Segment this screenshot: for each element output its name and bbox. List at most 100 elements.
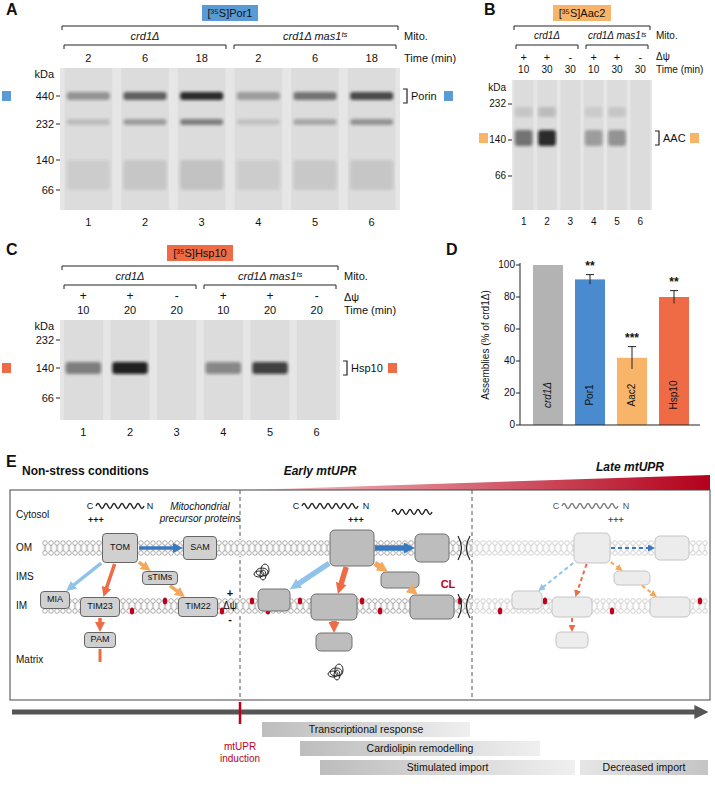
lane-number: 1 <box>521 216 527 228</box>
time-value: 30 <box>565 64 576 76</box>
gel-band <box>538 130 556 146</box>
cardiolipin <box>130 608 134 615</box>
error-cap <box>670 290 678 291</box>
time-value: 30 <box>635 64 646 76</box>
gel-band <box>252 362 287 374</box>
potential-label: Δψ <box>223 600 237 612</box>
row-label: Δψ <box>656 51 670 63</box>
aggregate <box>328 671 338 677</box>
gel-band <box>293 92 336 100</box>
terminus-label: N <box>623 501 630 511</box>
import-arrow <box>340 567 346 588</box>
node-label: Decreased import <box>603 762 686 774</box>
complex-box: TOM <box>102 533 138 563</box>
section-title: Early mtUPR <box>284 465 357 479</box>
row-label: Mito. <box>404 30 428 43</box>
import-arrow <box>105 564 114 591</box>
axis-tick-label: 20 <box>504 387 515 399</box>
axis-tick <box>516 297 520 298</box>
band-marker <box>388 363 397 373</box>
membrane-curvature <box>458 536 470 618</box>
gel-band <box>123 160 166 190</box>
bar <box>575 279 605 425</box>
gel-band <box>67 92 110 100</box>
size-marker: 232 <box>36 334 54 347</box>
marker-tick <box>56 190 60 191</box>
row-label: Mito. <box>656 30 678 42</box>
node-label: sTIMs <box>148 573 173 583</box>
gel-band <box>350 119 393 125</box>
marker-tick <box>56 160 60 161</box>
section-divider <box>472 490 473 700</box>
axis-tick-label: 60 <box>504 323 515 335</box>
bracket <box>586 45 648 49</box>
node-label: TIM23 <box>87 602 113 612</box>
potential-sign: + <box>544 51 550 64</box>
size-marker: 232 <box>36 118 54 131</box>
marker-tick <box>508 104 512 105</box>
time-value: 20 <box>124 304 136 317</box>
charge-label: +++ <box>88 515 104 525</box>
band-bracket <box>343 361 347 375</box>
row-label: Time (min) <box>344 304 396 317</box>
error-bar <box>590 275 591 285</box>
genotype-label: crd1Δ <box>116 270 145 283</box>
gel-image <box>60 68 400 210</box>
row-label: Mito. <box>344 270 368 283</box>
timeline-arrow <box>12 710 700 715</box>
lane-number: 6 <box>638 216 644 228</box>
complex-box: TIM22 <box>178 597 218 617</box>
panel-letter: A <box>6 1 18 19</box>
gel-band <box>237 92 280 100</box>
complex-shape <box>552 597 592 617</box>
gel-lane <box>631 80 651 210</box>
gel-lane <box>204 320 243 420</box>
lane-number: 6 <box>314 426 320 439</box>
gel-band <box>350 92 393 100</box>
import-arrow <box>375 545 408 551</box>
precursor-protein <box>392 510 432 515</box>
time-value: 2 <box>255 52 261 65</box>
complex-box: SAM <box>183 536 217 560</box>
gel-band <box>293 160 336 190</box>
complex-shape <box>311 594 357 620</box>
node-label: Transcriptional response <box>309 724 424 736</box>
time-value: 20 <box>311 304 323 317</box>
size-marker: 232 <box>489 98 506 110</box>
charge-label: +++ <box>608 515 624 525</box>
lane-number: 5 <box>267 426 273 439</box>
bar <box>659 297 689 425</box>
panel-letter: C <box>6 241 18 259</box>
import-arrow <box>611 547 651 549</box>
timeline-band: Transcriptional response <box>262 722 470 737</box>
lane-number: 5 <box>312 216 318 229</box>
bar <box>533 265 563 425</box>
gel-band <box>237 119 280 125</box>
complex-shape <box>410 595 454 619</box>
lane-number: 4 <box>591 216 597 228</box>
gel-band <box>112 362 147 374</box>
import-arrow <box>71 563 101 587</box>
time-value: 20 <box>171 304 183 317</box>
import-arrow <box>542 563 574 588</box>
row-label: Time (min) <box>404 52 456 65</box>
import-arrow <box>99 649 102 662</box>
time-value: 6 <box>312 52 318 65</box>
unit-label: kDa <box>34 320 54 333</box>
bracket <box>204 285 336 289</box>
gel-band <box>180 119 223 125</box>
aggregate <box>334 670 340 680</box>
cardiolipin <box>498 608 502 615</box>
gel-lane <box>250 320 289 420</box>
bar-label: crd1Δ <box>542 382 554 408</box>
bracket <box>514 26 650 30</box>
lane-number: 3 <box>568 216 574 228</box>
gel-band <box>608 107 626 117</box>
marker-tick <box>508 176 512 177</box>
genotype-label: crd1Δ mas1ᵗˢ <box>238 270 302 283</box>
size-marker: 140 <box>489 134 506 146</box>
potential-sign: + <box>520 51 526 64</box>
gel-band <box>237 160 280 190</box>
size-marker: 66 <box>495 170 506 182</box>
